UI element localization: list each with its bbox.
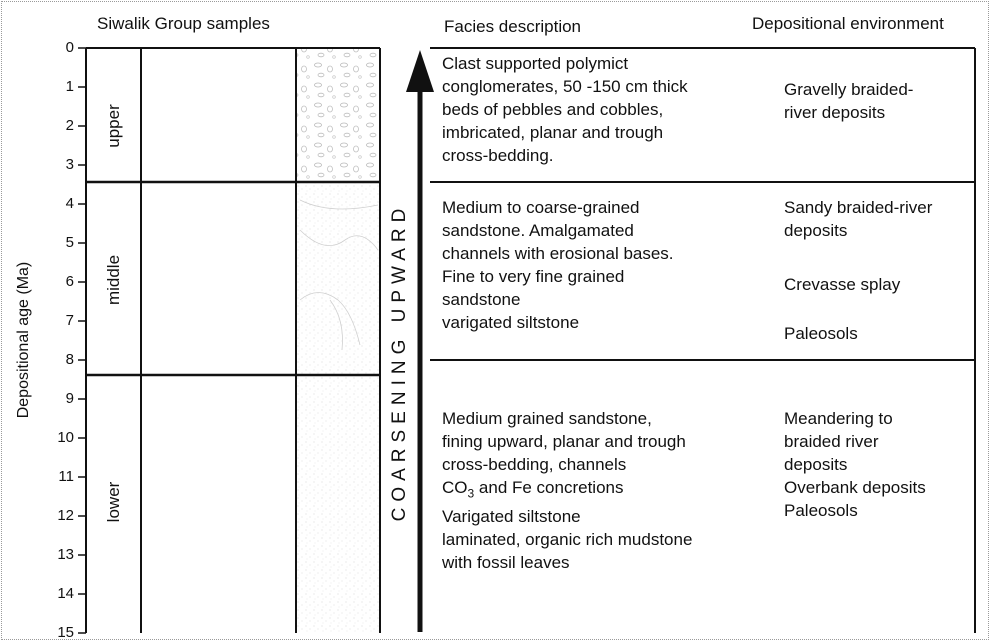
environment-line: Paleosols <box>784 501 858 520</box>
tick-label: 11 <box>58 468 74 485</box>
tick-label: 9 <box>65 390 74 407</box>
facies-lower: Medium grained sandstone, fining upward,… <box>442 407 692 574</box>
header-environment: Depositional environment <box>752 14 944 33</box>
tick-label: 15 <box>57 624 74 641</box>
co3-suffix-text: and Fe concretions <box>474 478 624 497</box>
environment-line: braided river <box>784 432 879 451</box>
environment-line: Overbank deposits <box>784 478 926 497</box>
tick-label: 10 <box>57 429 74 446</box>
facies-line: cross-bedding, channels <box>442 455 627 474</box>
tick-label: 3 <box>65 156 74 173</box>
header-samples: Siwalik Group samples <box>97 14 270 33</box>
environment-lower: Meandering to braided river deposits Ove… <box>784 407 926 522</box>
environment-paleosols-middle: Paleosols <box>784 324 858 343</box>
facies-middle: Medium to coarse-grained sandstone. Amal… <box>442 196 674 334</box>
tick-label: 1 <box>65 78 74 95</box>
y-axis-title: Depositional age (Ma) <box>15 261 32 419</box>
environment-upper: Gravelly braided- river deposits <box>784 78 913 124</box>
facies-line: laminated, organic rich mudstone <box>442 530 693 550</box>
facies-line: with fossil leaves <box>442 553 570 573</box>
facies-line: fining upward, planar and trough <box>442 432 686 451</box>
environment-line: river deposits <box>784 103 886 122</box>
facies-line: sandstone. Amalgamated <box>442 221 634 240</box>
environment-line: Gravelly braided- <box>784 80 914 99</box>
lithology-upper-pebbles <box>297 48 380 182</box>
facies-line-co3: CO3 and Fe concretions <box>442 476 692 505</box>
environment-line: deposits <box>784 455 848 474</box>
tick-label: 13 <box>57 546 74 563</box>
tick-label: 8 <box>65 351 74 368</box>
unit-label-upper: upper <box>104 104 123 148</box>
environment-crevasse-splay: Crevasse splay <box>784 275 901 294</box>
unit-label-middle: middle <box>104 254 123 306</box>
facies-line: Clast supported polymict <box>442 54 629 73</box>
environment-line: Meandering to <box>784 409 893 428</box>
lithology-lower-sand <box>297 375 380 633</box>
facies-line: Varigated siltstone <box>442 507 581 527</box>
facies-line: Medium grained sandstone, <box>442 409 652 428</box>
header-facies: Facies description <box>444 17 582 36</box>
trend-arrow-head <box>406 50 434 92</box>
environment-line: deposits <box>784 221 848 240</box>
co3-text: CO <box>442 478 468 497</box>
cross-bedding-curves <box>299 199 379 351</box>
facies-line: channels with erosional bases. <box>442 244 674 263</box>
lithology-middle-sand <box>297 182 380 375</box>
tick-label: 2 <box>65 117 74 134</box>
environment-middle-sandy: Sandy braided-river deposits <box>784 196 932 242</box>
facies-upper: Clast supported polymict conglomerates, … <box>442 52 688 167</box>
unit-label-lower: lower <box>104 481 123 523</box>
environment-line: Sandy braided-river <box>784 198 933 217</box>
tick-label: 14 <box>57 585 74 602</box>
facies-line: varigated siltstone <box>442 313 580 332</box>
tick-label: 6 <box>65 273 74 290</box>
facies-line: Fine to very fine grained <box>442 267 625 286</box>
tick-label: 5 <box>65 234 74 251</box>
tick-label: 4 <box>65 195 74 212</box>
co3-subscript: 3 <box>467 486 475 501</box>
facies-line: imbricated, planar and trough <box>442 123 664 142</box>
facies-line: sandstone <box>442 290 521 309</box>
facies-line: Medium to coarse-grained <box>442 198 640 217</box>
tick-label: 0 <box>65 39 74 56</box>
facies-line: beds of pebbles and cobbles, <box>442 100 664 119</box>
facies-line: conglomerates, 50 -150 cm thick <box>442 77 688 96</box>
facies-line: cross-bedding. <box>442 146 554 165</box>
tick-label: 7 <box>65 312 74 329</box>
tick-label: 12 <box>57 507 74 524</box>
trend-label: COARSENING UPWARD <box>389 202 410 522</box>
